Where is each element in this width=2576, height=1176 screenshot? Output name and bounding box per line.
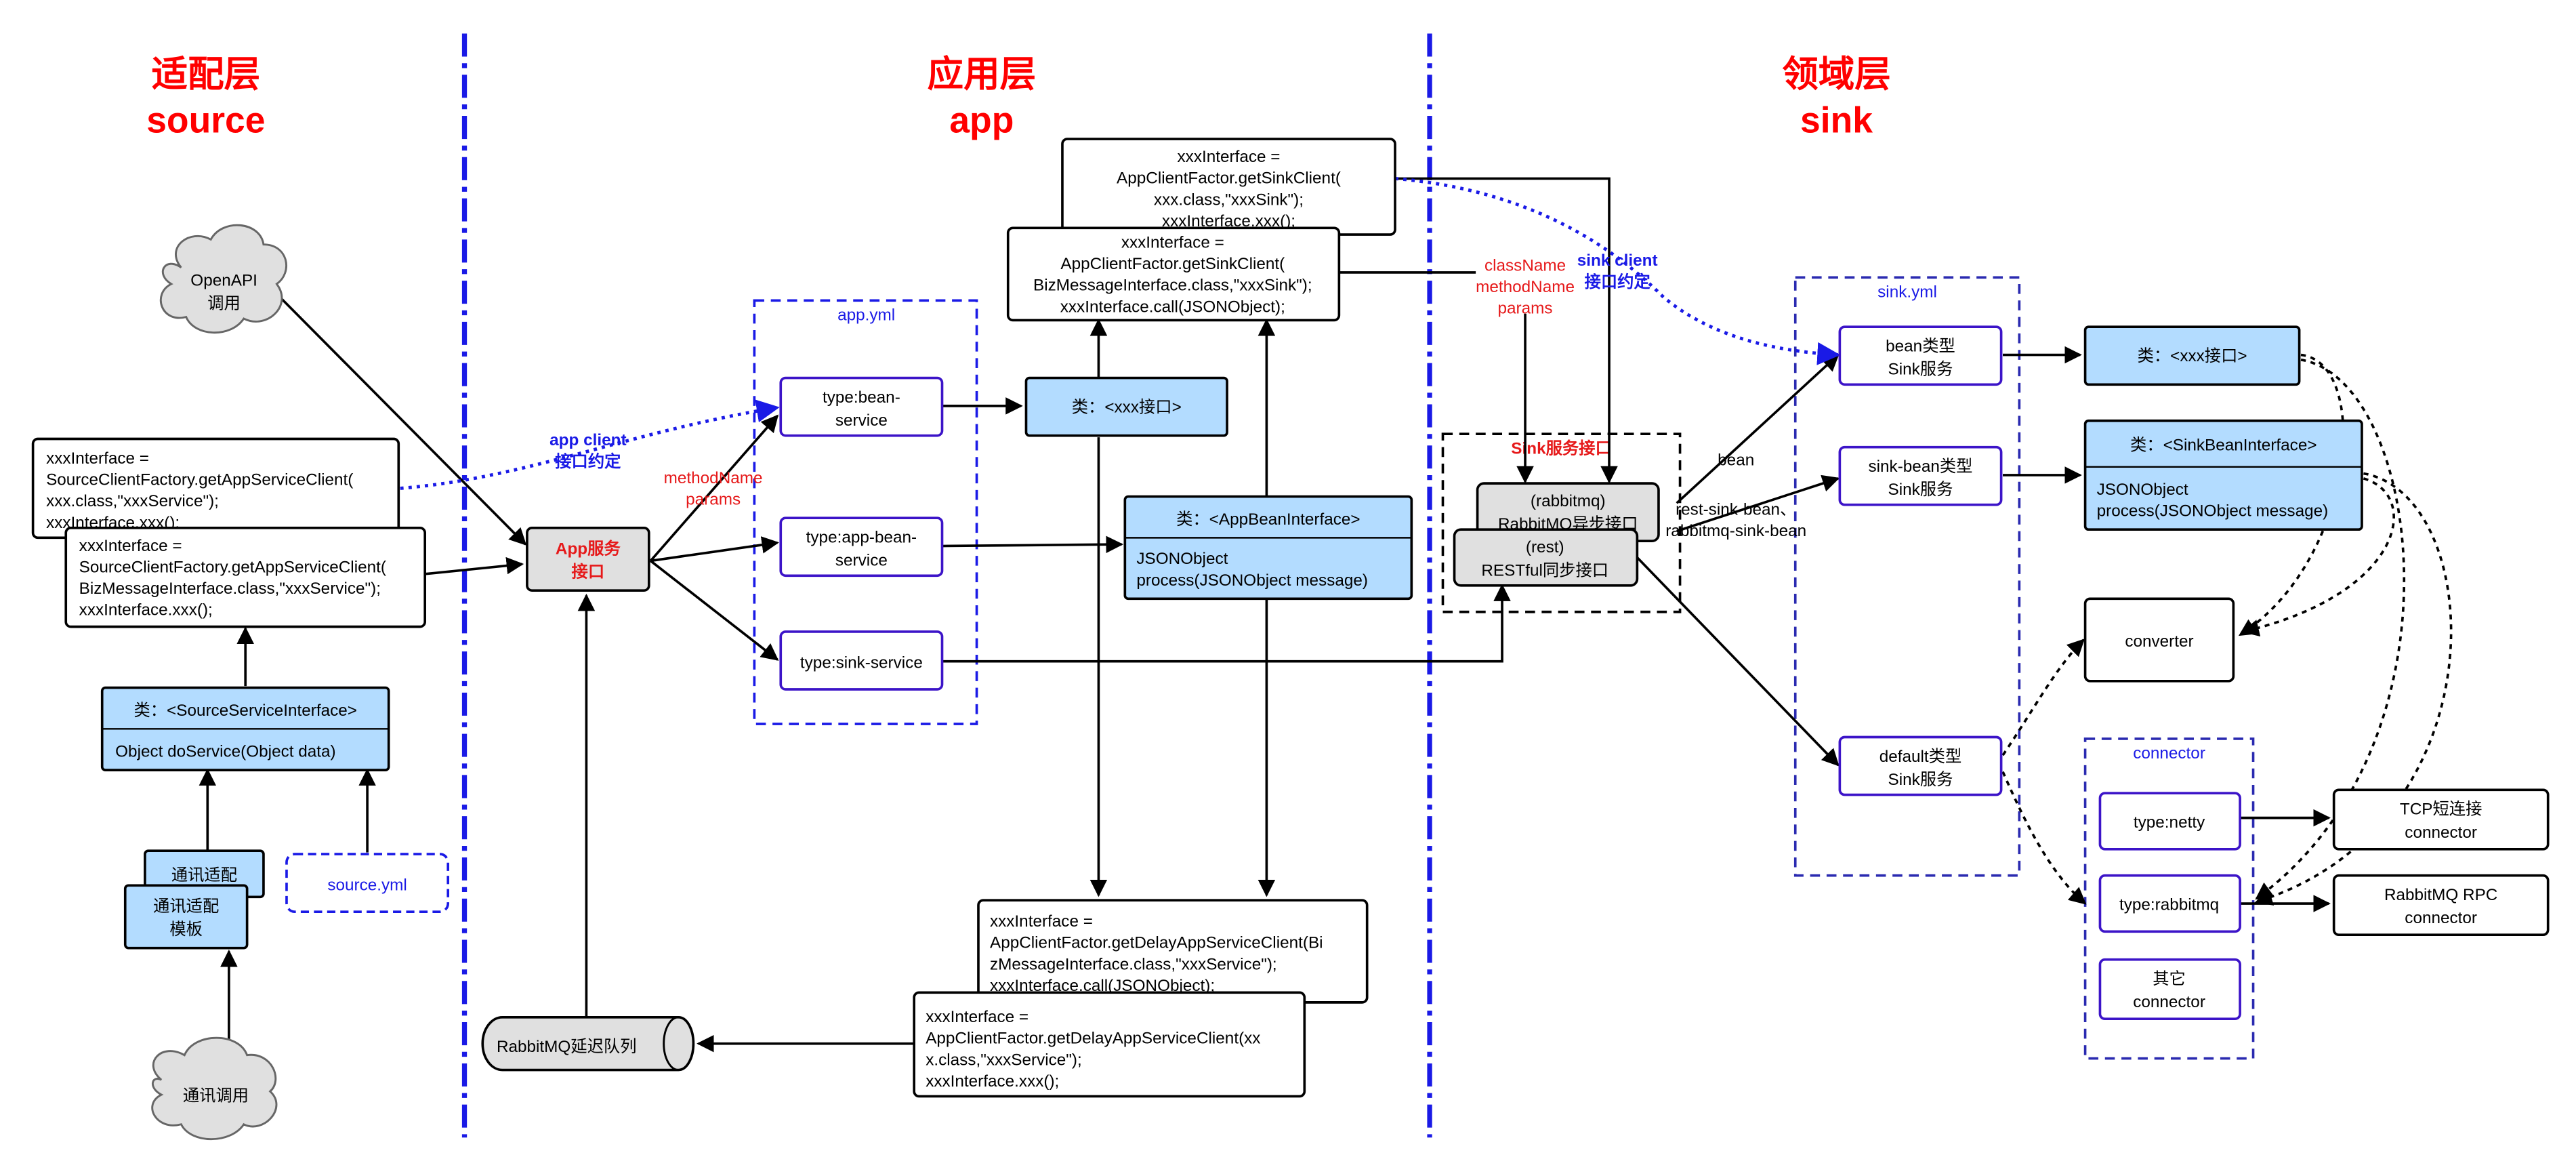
sink-bean-class-box xyxy=(2083,419,2363,531)
other-connector-box xyxy=(2098,958,2241,1021)
layer-title-app-en: app xyxy=(949,100,1014,140)
connectors xyxy=(199,177,2331,1053)
app-code-bottom-text-2: xxxInterface =AppClientFactor.getDelayAp… xyxy=(926,1008,1260,1091)
source-service-class-body: Object doService(Object data) xyxy=(115,743,335,761)
sink-service-iface-label: Sink服务接口 xyxy=(1511,439,1612,458)
app-code-top-box-2 xyxy=(1006,226,1341,322)
adapter-template-box xyxy=(123,884,249,950)
sink-bean-sink-service-box xyxy=(1838,445,2003,506)
rest-sync-box xyxy=(1453,528,1639,587)
source-yml-box xyxy=(285,853,450,914)
app-bean-class-box xyxy=(1123,495,1413,601)
layer-title-source-cn: 适配层 xyxy=(152,54,260,94)
app-xxx-class-box xyxy=(1024,376,1228,437)
app-code-top-text-2: xxxInterface =AppClientFactor.getSinkCli… xyxy=(1033,234,1312,317)
bean-sink-service-box xyxy=(1838,325,2003,386)
app-xxx-class-text: 类：<xxx接口> xyxy=(1072,399,1182,417)
edge-bean-label: bean xyxy=(1718,451,1754,469)
adapter-template-text: 通讯适配模板 xyxy=(153,897,219,939)
sink-yml-label: sink.yml xyxy=(1877,283,1937,301)
layer-title-sink-en: sink xyxy=(1800,100,1873,140)
layer-title-sink-cn: 领域层 xyxy=(1782,54,1890,94)
type-sink-service-text: type:sink-service xyxy=(800,653,923,672)
rabbitmq-delay-text: RabbitMQ延迟队列 xyxy=(497,1038,637,1056)
source-code-box-2 xyxy=(64,526,427,628)
connector-label: connector xyxy=(2133,744,2205,763)
rest-sync-text: (rest)RESTful同步接口 xyxy=(1481,538,1608,580)
type-bean-service-box xyxy=(779,376,944,437)
source-yml-text: source.yml xyxy=(327,876,407,895)
comm-call-cloud xyxy=(151,1036,278,1141)
app-service-box xyxy=(526,526,650,592)
sink-xxx-class-text: 类：<xxx接口> xyxy=(2138,347,2247,365)
type-app-bean-service-text: type:app-bean-service xyxy=(806,529,917,570)
app-yml-label: app.yml xyxy=(837,306,895,324)
adapter-text: 通讯适配 xyxy=(171,866,237,885)
rabbitmq-rpc-connector-box xyxy=(2332,874,2550,937)
app-code-bottom-box-2 xyxy=(913,991,1306,1098)
dotted-connectors xyxy=(2001,353,2453,906)
converter-text: converter xyxy=(2125,632,2193,651)
tcp-connector-box xyxy=(2332,788,2550,851)
rabbitmq-delay-queue xyxy=(481,1015,695,1072)
app-client-contract-arrow xyxy=(400,399,780,490)
layer-title-app-cn: 应用层 xyxy=(928,54,1036,94)
default-sink-service-box xyxy=(1838,735,2003,796)
edge-rest-label: rest-sink-bean、rabbitmq-sink-bean xyxy=(1665,500,1806,540)
app-yml-container xyxy=(753,299,978,725)
source-service-class-header: 类：<SourceServiceInterface> xyxy=(133,702,357,720)
type-rabbitmq-text: type:rabbitmq xyxy=(2119,896,2219,914)
type-sink-service-box xyxy=(779,630,944,691)
type-bean-service-text: type:bean-service xyxy=(823,388,900,430)
source-code-text-2: xxxInterface =SourceClientFactory.getApp… xyxy=(79,537,386,620)
layer-title-source-en: source xyxy=(146,100,265,140)
converter-box xyxy=(2083,597,2235,683)
app-bean-class-header: 类：<AppBeanInterface> xyxy=(1176,510,1360,529)
type-netty-box xyxy=(2098,792,2241,851)
app-code-bottom-text-1: xxxInterface =AppClientFactor.getDelayAp… xyxy=(990,912,1323,995)
comm-call-text: 通讯调用 xyxy=(183,1087,249,1106)
type-rabbitmq-box xyxy=(2098,874,2241,933)
sink-service-iface-container xyxy=(1441,432,1682,613)
type-netty-text: type:netty xyxy=(2134,813,2205,832)
app-service-text: App服务接口 xyxy=(556,540,621,582)
sink-bean-class-header: 类：<SinkBeanInterface> xyxy=(2130,437,2317,455)
sink-client-contract-arrow xyxy=(1394,176,1841,365)
type-app-bean-service-box xyxy=(779,516,944,577)
sink-xxx-class-box xyxy=(2083,325,2301,386)
openapi-cloud xyxy=(159,224,287,334)
